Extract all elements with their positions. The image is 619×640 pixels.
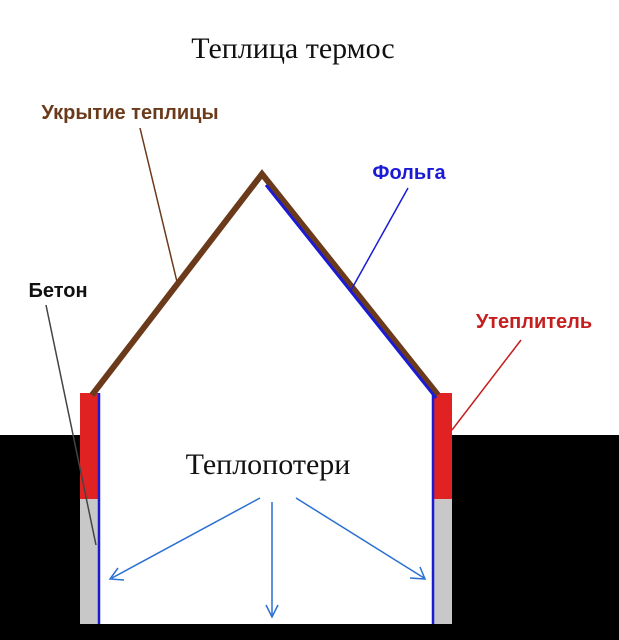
heat-loss-arrows xyxy=(108,497,427,619)
cover-leader-line xyxy=(139,127,179,287)
right-concrete xyxy=(434,499,452,624)
heat-loss-arrow-right xyxy=(295,497,425,579)
concrete-leader-line xyxy=(45,304,97,546)
heat-loss-label: Теплопотери xyxy=(186,448,351,481)
foil-label: Фольга xyxy=(372,162,446,184)
foil-leader-line xyxy=(349,187,409,293)
concrete-label: Бетон xyxy=(28,280,87,302)
insulation-label: Утеплитель xyxy=(476,311,592,333)
roof-cover xyxy=(89,169,441,397)
insulation-leader-line xyxy=(451,339,522,431)
left-insulation xyxy=(80,393,98,499)
diagram-title: Теплица термос xyxy=(191,32,394,65)
arrowhead-left xyxy=(108,567,125,581)
greenhouse-interior xyxy=(98,178,432,624)
left-concrete xyxy=(80,499,98,624)
heat-loss-arrow-left xyxy=(111,497,261,579)
arrowhead-down xyxy=(265,604,279,619)
right-insulation xyxy=(434,393,452,499)
cover-label: Укрытие теплицы xyxy=(41,102,218,124)
arrowhead-right xyxy=(409,566,427,580)
